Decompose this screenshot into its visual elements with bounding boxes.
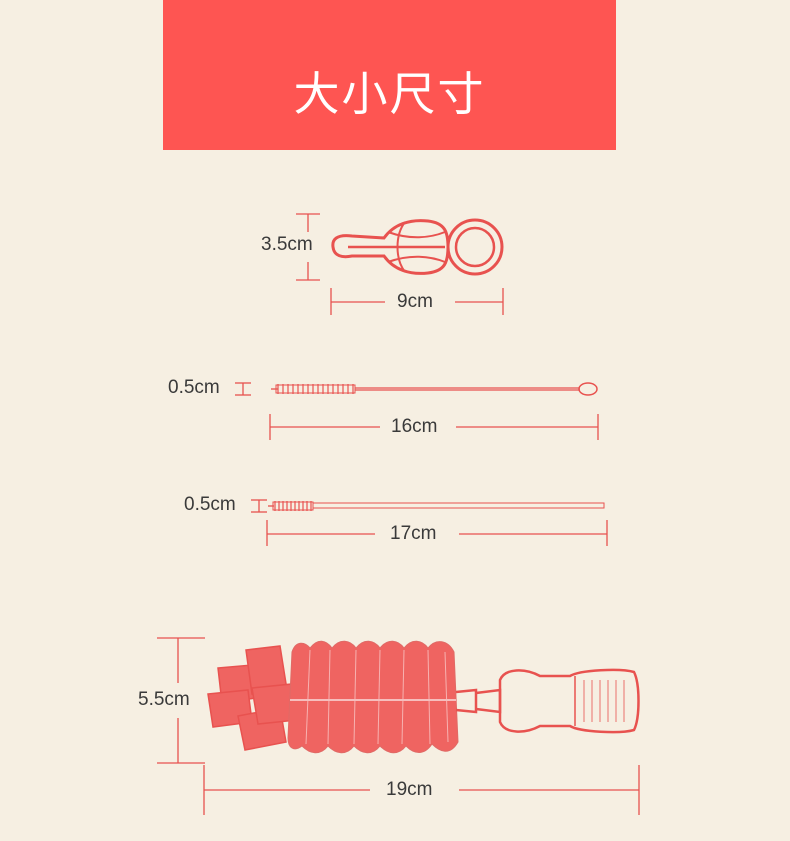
small-brush-illustration — [331, 218, 504, 276]
straw-brush-2-height-label: 0.5cm — [184, 494, 236, 515]
small-brush-width-label: 9cm — [397, 291, 433, 312]
straw-brush-2-height-line — [251, 499, 267, 513]
straw-brush-1-height-line — [235, 382, 251, 396]
bottle-brush-height-line — [157, 637, 205, 764]
bottle-brush-illustration — [207, 640, 640, 754]
bottle-brush-height-label: 5.5cm — [138, 689, 190, 710]
straw-brush-2-width-label: 17cm — [390, 523, 437, 544]
straw-brush-1-width-line — [269, 414, 599, 440]
straw-brush-1-width-label: 16cm — [391, 416, 438, 437]
straw-brush-2-illustration — [268, 501, 605, 511]
page-title: 大小尺寸 — [293, 67, 486, 121]
small-brush-width-line — [330, 288, 504, 315]
bottle-brush-width-label: 19cm — [386, 779, 433, 800]
straw-brush-1-illustration — [271, 382, 598, 396]
small-brush-height-line — [296, 213, 320, 281]
small-brush-height-label: 3.5cm — [261, 234, 313, 255]
header-banner: 大小尺寸 — [163, 0, 616, 150]
straw-brush-2-width-line — [266, 520, 608, 546]
bottle-brush-width-line — [203, 765, 640, 815]
straw-brush-1-height-label: 0.5cm — [168, 377, 220, 398]
